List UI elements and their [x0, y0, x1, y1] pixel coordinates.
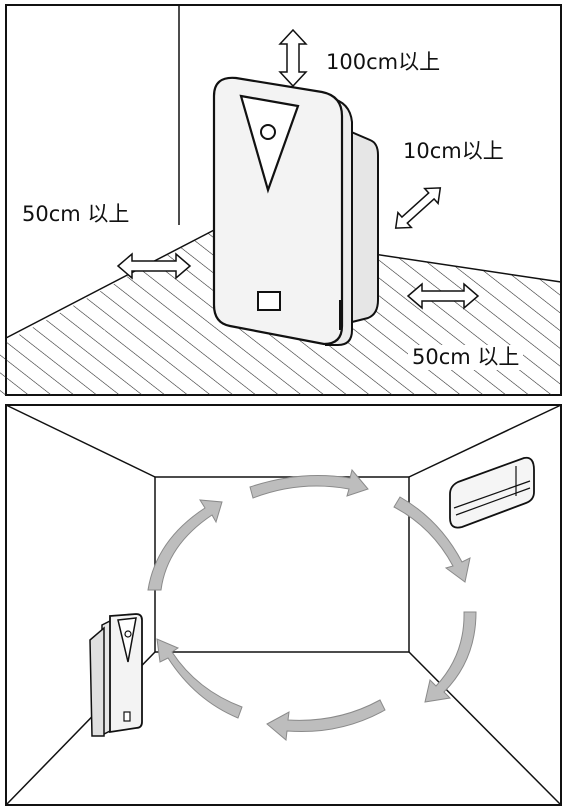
- airflow-arrows: [147, 468, 477, 741]
- lower-panel-border: [5, 404, 562, 806]
- room-edge-top-left: [5, 404, 156, 478]
- clearance-arrow-top: [278, 28, 308, 88]
- clearance-arrow-side: [394, 187, 442, 229]
- airflow-arrow-6: [147, 499, 223, 591]
- floor-edge-right: [359, 251, 562, 283]
- room-edge-top-right: [408, 404, 562, 478]
- lower-panel: [5, 404, 562, 806]
- purifier-front-panel: [212, 76, 344, 346]
- purifier-power-button: [260, 124, 276, 140]
- clearance-side-label: 10cm以上: [401, 139, 506, 163]
- clearance-arrow-right: [406, 282, 480, 310]
- airflow-arrow-4: [266, 699, 386, 741]
- air-purifier-small: [89, 613, 143, 737]
- floor-edge-left: [5, 227, 219, 339]
- airflow-arrow-3: [424, 611, 477, 703]
- clearance-top-label: 100cm以上: [324, 50, 443, 74]
- air-conditioner: [449, 456, 535, 529]
- airflow-arrow-1: [249, 468, 369, 499]
- clearance-right-label: 50cm 以上: [408, 345, 524, 370]
- clearance-left-label: 50cm 以上: [20, 202, 132, 226]
- air-purifier-unit: [212, 76, 379, 346]
- purifier-control-triangle: [239, 94, 300, 194]
- room-edge-bottom-right: [408, 651, 562, 806]
- upper-panel: [0, 4, 562, 396]
- clearance-arrow-left: [116, 252, 192, 280]
- purifier-sensor-window: [257, 291, 281, 311]
- airflow-arrow-5: [156, 638, 243, 719]
- airflow-arrow-2: [393, 496, 471, 583]
